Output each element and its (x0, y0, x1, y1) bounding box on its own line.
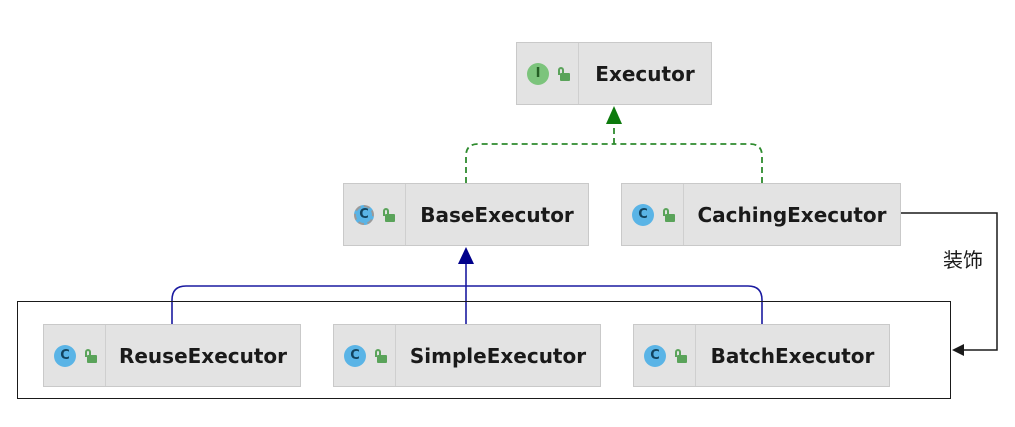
edge-caching-to-executor (614, 143, 763, 183)
lock-icon (558, 66, 572, 81)
class-icon: C (632, 203, 654, 226)
node-reuse-executor[interactable]: C ReuseExecutor (43, 324, 301, 387)
node-executor[interactable]: I Executor (516, 42, 712, 105)
abstract-class-icon: C (354, 204, 374, 225)
lock-icon (85, 348, 99, 363)
node-base-executor-label: BaseExecutor (420, 202, 574, 227)
edge-caching-to-group (889, 212, 998, 351)
decorate-label: 装饰 (943, 248, 983, 272)
edge-base-to-executor (465, 143, 614, 183)
lock-icon (675, 348, 689, 363)
edge-batch-to-base (466, 285, 763, 324)
node-simple-executor-label: SimpleExecutor (409, 343, 587, 368)
extends-edges (171, 247, 763, 324)
class-icon: C (54, 344, 76, 367)
extends-arrowhead (458, 247, 474, 264)
node-reuse-executor-label: ReuseExecutor (118, 343, 288, 368)
node-executor-label: Executor (595, 61, 695, 86)
node-batch-executor-label: BatchExecutor (710, 343, 875, 368)
lock-icon (383, 207, 397, 222)
decorates-arrowhead (952, 344, 964, 356)
decorates-edge (889, 212, 998, 356)
subclass-group-box (17, 301, 951, 399)
node-simple-executor[interactable]: C SimpleExecutor (333, 324, 601, 387)
node-batch-executor[interactable]: C BatchExecutor (633, 324, 890, 387)
edge-reuse-to-base (171, 285, 466, 324)
lock-icon (375, 348, 389, 363)
implements-arrowhead (606, 106, 622, 124)
implements-edges (465, 106, 763, 183)
node-caching-executor[interactable]: C CachingExecutor (621, 183, 901, 246)
class-icon: C (344, 344, 366, 367)
lock-icon (663, 207, 677, 222)
node-caching-executor-label: CachingExecutor (697, 202, 887, 227)
interface-icon: I (527, 62, 549, 85)
class-icon: C (644, 344, 666, 367)
node-base-executor[interactable]: C BaseExecutor (343, 183, 589, 246)
